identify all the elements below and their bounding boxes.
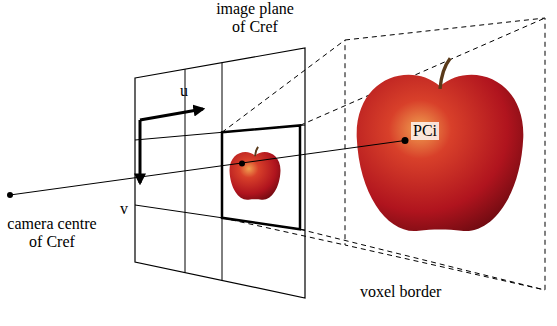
image-point-dot bbox=[239, 161, 245, 167]
point-label: PCi bbox=[411, 122, 439, 140]
viewing-ray bbox=[10, 141, 405, 196]
surface-point-dot bbox=[402, 137, 409, 144]
small-apple bbox=[230, 147, 281, 200]
camera-centre-label: camera centre of Cref bbox=[2, 215, 102, 251]
axis-label: v bbox=[116, 200, 132, 218]
u-axis-arrow bbox=[140, 109, 203, 120]
image-plane bbox=[135, 48, 305, 298]
camera-centre-dot bbox=[7, 192, 13, 198]
projected-voxel-square bbox=[222, 125, 300, 229]
voxel-border-label: voxel border bbox=[360, 283, 441, 301]
image-plane-label: image plane of Cref bbox=[213, 0, 297, 36]
large-apple bbox=[357, 58, 524, 231]
v-axis-arrow bbox=[139, 120, 142, 183]
axis-label: u bbox=[176, 82, 192, 100]
voxel-frustum bbox=[222, 18, 545, 290]
